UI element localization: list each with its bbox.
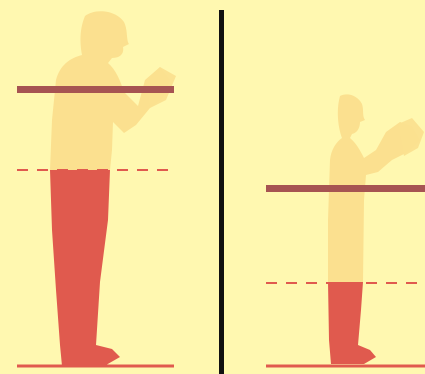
center-divider: [219, 10, 224, 374]
left-upper-bar: [17, 86, 174, 93]
right-upper-bar: [266, 185, 425, 192]
